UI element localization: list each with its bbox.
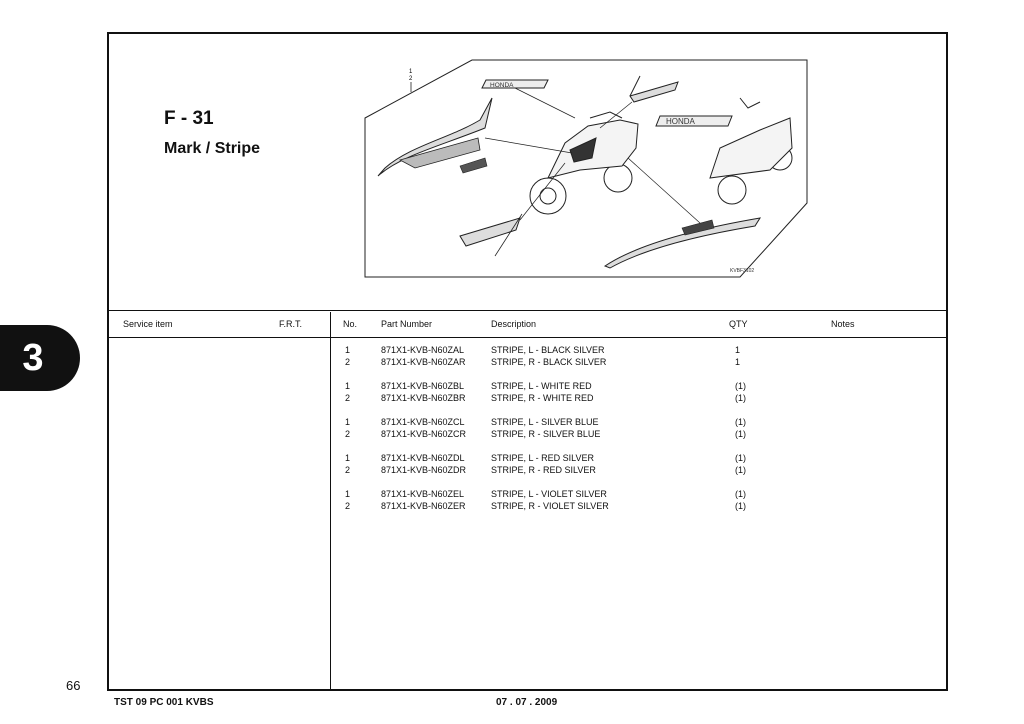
header-frt: F.R.T.: [279, 319, 303, 329]
honda-badge-right-text: HONDA: [666, 117, 696, 126]
cell-description: STRIPE, R - BLACK SILVER: [491, 357, 607, 367]
cell-qty: (1): [735, 453, 746, 463]
cell-qty: (1): [735, 501, 746, 511]
header-part-number: Part Number: [381, 319, 433, 329]
cell-part-number: 871X1-KVB-N60ZDR: [381, 465, 467, 475]
cell-description: STRIPE, L - WHITE RED: [491, 381, 592, 391]
footer-date: 07 . 07 . 2009: [496, 697, 558, 708]
cell-qty: (1): [735, 417, 746, 427]
cell-qty: (1): [735, 465, 746, 475]
stripe-left-inner: [398, 137, 481, 169]
cell-qty: (1): [735, 381, 746, 391]
stripe-bottom-left: [459, 217, 521, 247]
illustration-border: [364, 59, 808, 278]
cell-qty: (1): [735, 393, 746, 403]
figure-code: F - 31: [164, 108, 214, 129]
header-qty: QTY: [729, 319, 748, 329]
figure-title: Mark / Stripe: [164, 140, 261, 157]
cell-part-number: 871X1-KVB-N60ZBR: [381, 393, 466, 403]
cell-no: 1: [345, 489, 351, 499]
cell-no: 1: [345, 345, 351, 355]
illustration-ref-code: KVBF3102: [730, 268, 754, 274]
table-top-divider: [109, 310, 946, 311]
header-description: Description: [491, 319, 537, 329]
honda-badge-right: [655, 115, 733, 127]
cell-part-number: 871X1-KVB-N60ZDL: [381, 453, 465, 463]
cell-no: 1: [345, 453, 351, 463]
parts-page-frame: F - 31 Mark / Stripe Service item F.R.T.…: [107, 32, 948, 691]
decal-illustration: 1 2 HONDA HONDA KVBF3102: [364, 59, 808, 278]
cell-qty: (1): [735, 489, 746, 499]
cell-description: STRIPE, L - RED SILVER: [491, 453, 595, 463]
cell-description: STRIPE, L - BLACK SILVER: [491, 345, 605, 355]
cell-qty: 1: [735, 357, 741, 367]
honda-badge-top-text: HONDA: [490, 82, 514, 89]
service-column-divider: [330, 312, 331, 689]
cell-no: 2: [345, 501, 351, 511]
cell-qty: (1): [735, 429, 746, 439]
callout-1: 1: [409, 69, 413, 75]
header-no: No.: [343, 319, 358, 329]
cell-qty: 1: [735, 345, 741, 355]
scooter-center: [529, 111, 639, 215]
footer-doc-code: TST 09 PC 001 KVBS: [114, 697, 214, 708]
cell-part-number: 871X1-KVB-N60ZEL: [381, 489, 465, 499]
header-service-item: Service item: [123, 319, 173, 329]
scooter-right: [709, 97, 793, 205]
cell-no: 2: [345, 357, 351, 367]
table-header-divider: [109, 337, 946, 338]
chapter-tab: 3: [0, 325, 80, 391]
cell-part-number: 871X1-KVB-N60ZAR: [381, 357, 466, 367]
callout-2: 2: [409, 76, 413, 82]
cell-no: 2: [345, 465, 351, 475]
cell-description: STRIPE, R - RED SILVER: [491, 465, 596, 475]
cell-part-number: 871X1-KVB-N60ZCR: [381, 429, 467, 439]
stripe-top-right: [629, 81, 679, 103]
cell-no: 2: [345, 429, 351, 439]
header-notes: Notes: [831, 319, 855, 329]
cell-part-number: 871X1-KVB-N60ZER: [381, 501, 466, 511]
cell-part-number: 871X1-KVB-N60ZCL: [381, 417, 465, 427]
page-number: 66: [66, 678, 81, 693]
cell-description: STRIPE, L - SILVER BLUE: [491, 417, 599, 427]
cell-part-number: 871X1-KVB-N60ZAL: [381, 345, 465, 355]
cell-no: 2: [345, 393, 351, 403]
cell-no: 1: [345, 381, 351, 391]
cell-description: STRIPE, R - VIOLET SILVER: [491, 501, 609, 511]
cell-description: STRIPE, L - VIOLET SILVER: [491, 489, 607, 499]
cell-description: STRIPE, R - WHITE RED: [491, 393, 594, 403]
cell-description: STRIPE, R - SILVER BLUE: [491, 429, 601, 439]
stripe-bottom-right: [603, 217, 762, 269]
cell-part-number: 871X1-KVB-N60ZBL: [381, 381, 465, 391]
cell-no: 1: [345, 417, 351, 427]
honda-badge-top: [481, 79, 549, 89]
